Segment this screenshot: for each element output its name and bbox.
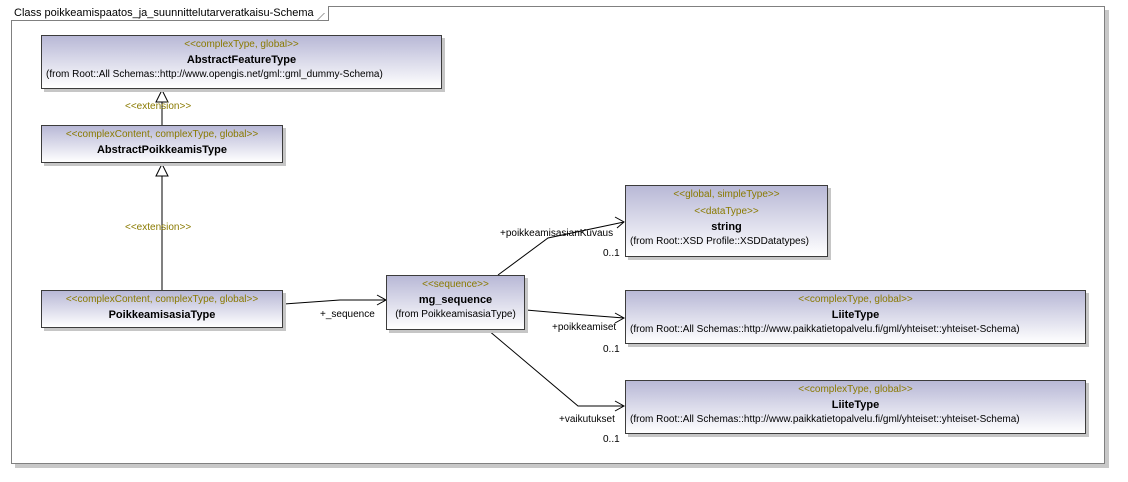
class-abstract-feature-type[interactable]: <<complexType, global>> AbstractFeatureT… xyxy=(41,35,442,89)
class-name: mg_sequence xyxy=(418,294,493,306)
class-mg-sequence[interactable]: <<sequence>> mg_sequence (from Poikkeami… xyxy=(386,275,525,330)
stereotype-label: <<global, simpleType>> xyxy=(673,189,780,200)
association-line[interactable] xyxy=(525,309,625,319)
role-label: +vaikutukset xyxy=(559,414,615,425)
stereotype-label: <<complexType, global>> xyxy=(798,294,913,305)
multiplicity-label: 0..1 xyxy=(603,248,620,259)
class-liite-type[interactable]: <<complexType, global>> LiiteType (from … xyxy=(625,290,1086,344)
role-label: +_sequence xyxy=(320,309,375,320)
stereotype-label: <<complexContent, complexType, global>> xyxy=(65,129,259,140)
role-label: +poikkeamisasianKuvaus xyxy=(500,228,614,239)
class-string[interactable]: <<global, simpleType>> <<dataType>> stri… xyxy=(625,185,828,257)
class-name: AbstractPoikkeamisType xyxy=(96,144,228,156)
class-name: string xyxy=(711,221,742,233)
class-origin: (from Root::All Schemas::http://www.paik… xyxy=(630,414,1020,425)
class-name: LiiteType xyxy=(831,309,880,321)
association-arrow-icon xyxy=(614,312,626,324)
association-line[interactable] xyxy=(497,221,625,276)
stereotype-label: <<complexType, global>> xyxy=(184,39,299,50)
stereotype-label-datatype: <<dataType>> xyxy=(694,206,759,217)
class-name: PoikkeamisasiaType xyxy=(108,309,216,321)
class-abstract-poikkeamis-type[interactable]: <<complexContent, complexType, global>> … xyxy=(41,125,283,163)
multiplicity-label: 0..1 xyxy=(603,344,620,355)
multiplicity-label: 0..1 xyxy=(603,434,620,445)
role-label: +poikkeamiset xyxy=(552,322,617,333)
class-liite-type[interactable]: <<complexType, global>> LiiteType (from … xyxy=(625,380,1086,434)
extension-label: <<extension>> xyxy=(125,222,192,233)
association-arrow-icon xyxy=(614,216,625,229)
stereotype-label: <<complexType, global>> xyxy=(798,384,913,395)
class-name: LiiteType xyxy=(831,399,880,411)
stereotype-label: <<sequence>> xyxy=(422,279,489,290)
class-poikkeamisasia-type[interactable]: <<complexContent, complexType, global>> … xyxy=(41,290,283,328)
association-line[interactable] xyxy=(487,329,624,407)
generalization-arrow-icon xyxy=(155,162,169,177)
frame-title: Class poikkeamispaatos_ja_suunnittelutar… xyxy=(11,6,329,21)
class-origin: (from Root::XSD Profile::XSDDatatypes) xyxy=(630,236,809,247)
association-arrow-icon xyxy=(614,400,626,412)
stereotype-label: <<complexContent, complexType, global>> xyxy=(65,294,259,305)
class-origin: (from Root::All Schemas::http://www.paik… xyxy=(630,324,1020,335)
class-origin: (from PoikkeamisasiaType) xyxy=(395,309,516,320)
class-name: AbstractFeatureType xyxy=(186,54,297,66)
extension-label: <<extension>> xyxy=(125,101,192,112)
class-origin: (from Root::All Schemas::http://www.open… xyxy=(46,69,383,80)
association-line[interactable] xyxy=(283,299,386,305)
generalization-arrow-icon xyxy=(155,88,169,103)
